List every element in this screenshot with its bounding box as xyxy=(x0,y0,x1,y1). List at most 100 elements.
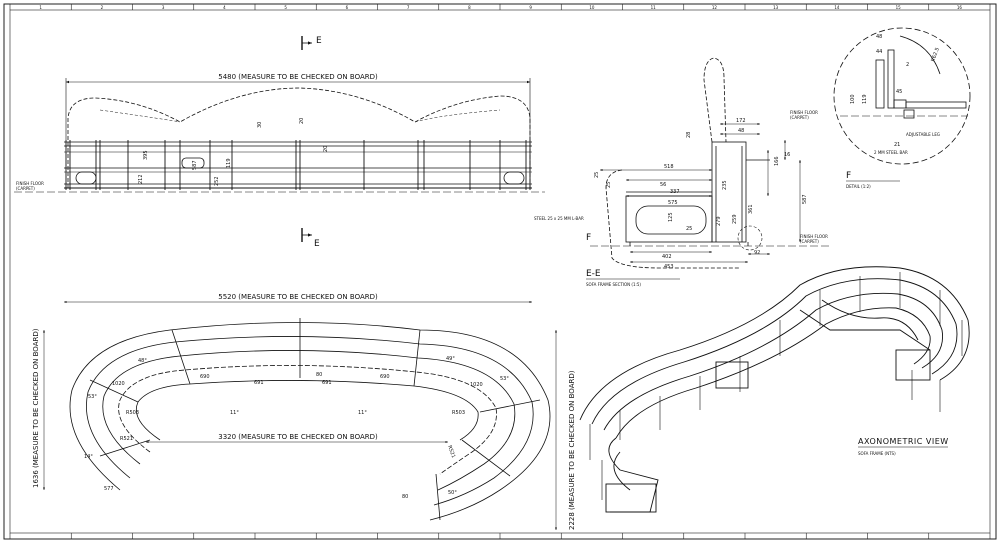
section-dim-402: 402 xyxy=(662,254,672,260)
section-dim-518: 518 xyxy=(664,164,674,170)
border-number: 12 xyxy=(712,5,718,10)
plan-label-1020a: 1020 xyxy=(112,381,125,387)
elevation-dim-587: 587 xyxy=(192,160,198,170)
section-marker-bottom xyxy=(301,228,312,242)
section-dim-25c: 25 xyxy=(686,226,692,232)
plan-right-dimension: 2228 (MEASURE TO BE CHECKED ON BOARD) xyxy=(568,370,576,530)
section-marker-top-label: E xyxy=(316,36,322,46)
detail-dim-119: 119 xyxy=(862,94,868,104)
border-number: 15 xyxy=(896,5,902,10)
border-number: 7 xyxy=(407,5,410,10)
border-number: 16 xyxy=(957,5,963,10)
detail-finish-floor: FINISH FLOOR xyxy=(790,110,818,115)
detail-dim-45: 45 xyxy=(896,89,902,95)
plan-label-14deg: 14° xyxy=(84,454,93,460)
detail-title: F xyxy=(846,171,851,181)
border-number: 10 xyxy=(589,5,595,10)
elevation-overall-dimension-line xyxy=(65,78,531,140)
plan-label-48deg: 48° xyxy=(138,358,147,364)
steel-l-bar-label: STEEL 25 x 25 MM L-BAR xyxy=(534,216,584,221)
section-dim-56: 56 xyxy=(660,182,666,188)
axonometric-subtitle: SOFA FRAME (NTS) xyxy=(858,451,896,456)
section-title: E-E xyxy=(586,269,601,279)
plan-label-11deg-a: 11° xyxy=(230,410,239,416)
section-dim-48: 48 xyxy=(738,128,744,134)
detail-dim-21: 21 xyxy=(894,142,900,148)
plan-label-690b: 690 xyxy=(380,374,390,380)
section-dim-361: 361 xyxy=(748,204,754,214)
plan-label-49deg: 49° xyxy=(446,356,455,362)
plan-label-80a: 80 xyxy=(316,372,322,378)
plan-label-r521a: R521 xyxy=(120,436,133,442)
elevation-dim-395: 395 xyxy=(143,150,149,160)
detail-f-view xyxy=(833,27,971,165)
sofa-frame-section xyxy=(590,57,830,269)
section-dim-125: 125 xyxy=(668,212,674,222)
border-number: 9 xyxy=(529,5,532,10)
detail-finish-floor-carpet: (CARPET) xyxy=(790,115,809,120)
border-number: 5 xyxy=(284,5,287,10)
plan-top-dimension: 5520 (MEASURE TO BE CHECKED ON BOARD) xyxy=(218,293,378,301)
elevation-dim-119: 119 xyxy=(226,158,232,168)
border-ticks xyxy=(9,4,991,539)
section-finish-floor: FINISH FLOOR xyxy=(800,234,828,239)
detail-subtitle: DETAIL (1:2) xyxy=(846,184,871,189)
section-dim-172: 172 xyxy=(736,118,746,124)
steel-bar-label: 2 MM STEEL BAR xyxy=(874,150,908,155)
elevation-dim-20b: 20 xyxy=(323,146,329,152)
section-dim-453: 453 xyxy=(664,264,674,270)
section-subtitle: SOFA FRAME SECTION (1:5) xyxy=(586,282,641,287)
detail-dim-44: 44 xyxy=(876,49,882,55)
plan-label-577: 577 xyxy=(104,486,114,492)
adjustable-leg-label: ADJUSTABLE LEG xyxy=(906,132,940,137)
plan-label-11deg-b: 11° xyxy=(358,410,367,416)
section-dimension-lines xyxy=(600,123,801,263)
border-number: 1 xyxy=(39,5,42,10)
plan-label-691b: 691 xyxy=(322,380,332,386)
section-dim-16: 16 xyxy=(784,152,790,158)
axonometric-title: AXONOMETRIC VIEW xyxy=(858,437,949,446)
plan-label-r503a: R503 xyxy=(126,410,139,416)
border-number: 14 xyxy=(834,5,840,10)
section-dim-575: 575 xyxy=(668,200,678,206)
front-elevation xyxy=(14,87,545,193)
detail-f-marker: F xyxy=(586,233,591,243)
sofa-plan-view xyxy=(69,318,551,521)
plan-label-53deg-a: 53° xyxy=(88,394,97,400)
section-dim-28: 28 xyxy=(686,132,692,138)
detail-dim-100: 100 xyxy=(850,94,856,104)
detail-dim-48: 48 xyxy=(876,34,882,40)
border-number: 8 xyxy=(468,5,471,10)
elevation-finish-floor: FINISH FLOOR xyxy=(16,181,44,186)
plan-label-r521b: R521 xyxy=(446,445,456,459)
section-dim-337: 337 xyxy=(670,189,680,195)
plan-bottom-dimension: 3320 (MEASURE TO BE CHECKED ON BOARD) xyxy=(218,433,378,441)
section-marker-top xyxy=(301,36,312,50)
plan-label-53deg-b: 53° xyxy=(500,376,509,382)
border-number: 4 xyxy=(223,5,226,10)
detail-dim-2a: 2 xyxy=(906,62,909,68)
elevation-overall-dimension: 5480 (MEASURE TO BE CHECKED ON BOARD) xyxy=(218,73,378,81)
plan-labels: 48° 1020 53° R503 R521 14° 577 690 691 8… xyxy=(84,356,509,500)
elevation-dim-30: 30 xyxy=(257,122,263,128)
plan-label-691a: 691 xyxy=(254,380,264,386)
detail-dim-r62-5: R62.5 xyxy=(930,47,941,63)
plan-left-dimension: 1636 (MEASURE TO BE CHECKED ON BOARD) xyxy=(32,328,40,488)
section-dim-92: 92 xyxy=(754,250,760,256)
border-number: 13 xyxy=(773,5,779,10)
elevation-dim-20a: 20 xyxy=(299,118,305,124)
elevation-dim-212: 212 xyxy=(138,174,144,184)
plan-label-690a: 690 xyxy=(200,374,210,380)
plan-label-r503b: R503 xyxy=(452,410,465,416)
border-number: 3 xyxy=(162,5,165,10)
section-dim-259: 259 xyxy=(732,214,738,224)
section-finish-floor-carpet: (CARPET) xyxy=(800,239,819,244)
elevation-finish-floor-carpet: (CARPET) xyxy=(16,186,35,191)
border-number: 2 xyxy=(101,5,104,10)
section-dim-279: 279 xyxy=(716,216,722,226)
section-dim-587: 587 xyxy=(802,194,808,204)
section-dim-235: 235 xyxy=(722,180,728,190)
section-dim-25b: 25 xyxy=(606,182,612,188)
